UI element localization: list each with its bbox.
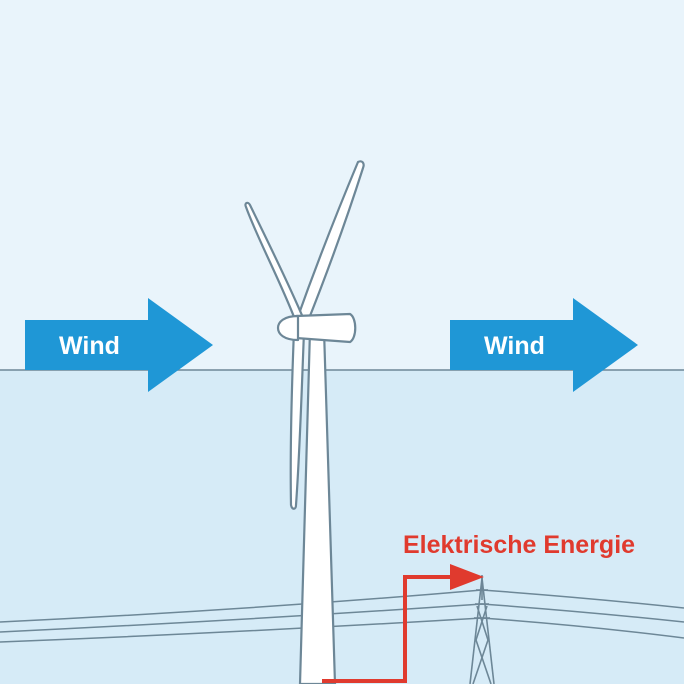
wind-label-right: Wind	[484, 332, 545, 360]
turbine-hub	[276, 314, 300, 342]
wind-turbine-icon	[244, 160, 365, 684]
turbine-nacelle	[294, 312, 357, 344]
ground-area	[0, 370, 684, 684]
wind-label-left: Wind	[59, 332, 120, 360]
electric-energy-arrow	[322, 564, 484, 683]
turbine-blade-lower	[289, 328, 306, 510]
turbine-blade-upper	[294, 160, 365, 328]
power-pylon-icon	[469, 575, 495, 684]
turbine-blade-left	[244, 201, 306, 324]
wind-arrow-right: Wind	[450, 298, 638, 392]
wind-arrow-left: Wind	[25, 298, 213, 392]
power-lines	[0, 589, 684, 643]
sky-background	[0, 0, 684, 370]
electric-energy-label: Elektrische Energie	[403, 531, 635, 559]
